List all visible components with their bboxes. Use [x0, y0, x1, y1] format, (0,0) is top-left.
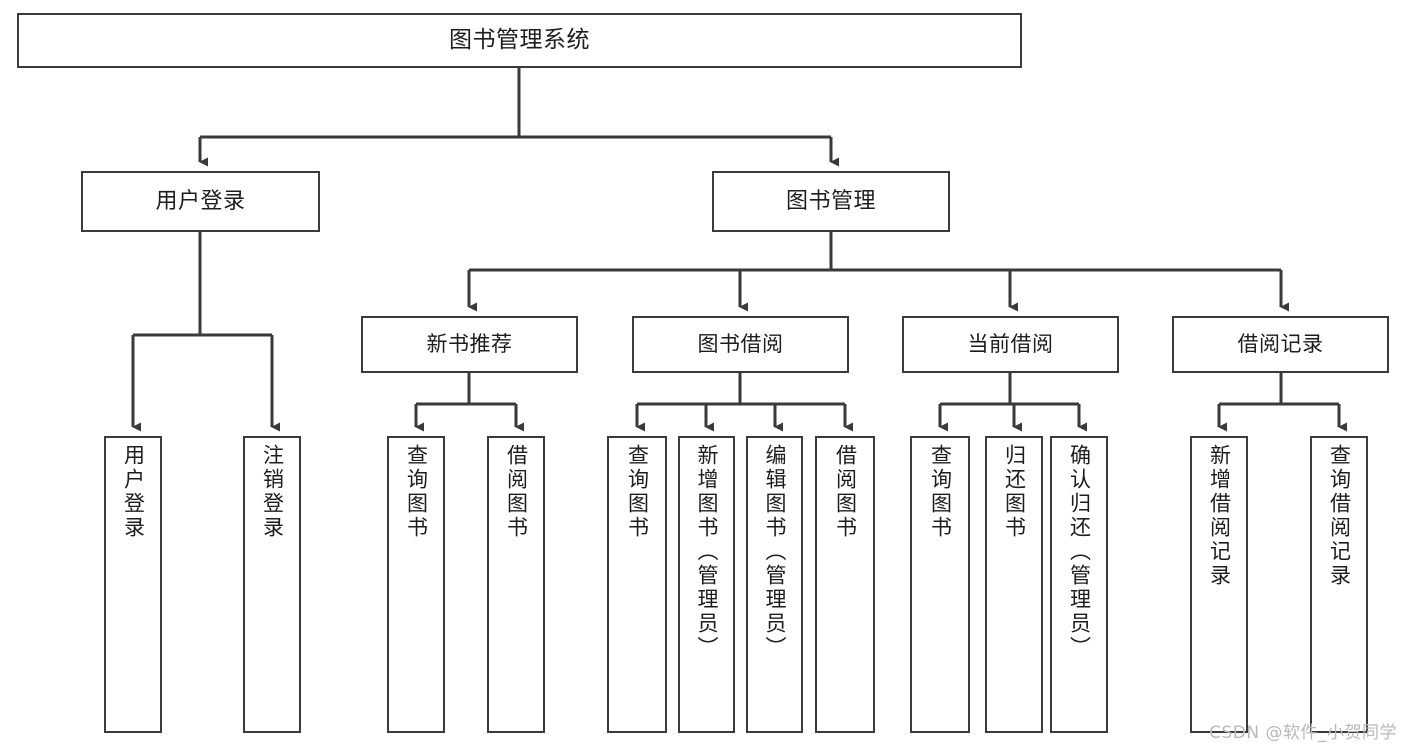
node-leaf-confirm-return-admin[interactable]: 确认归还（管理员）	[1050, 436, 1108, 733]
node-label: 用户登录	[155, 188, 246, 214]
node-leaf-query-book-recommend[interactable]: 查询图书	[387, 436, 445, 733]
node-label: 图书管理	[785, 188, 876, 214]
node-root-system[interactable]: 图书管理系统	[17, 13, 1022, 68]
node-label: 用户登录	[121, 444, 146, 540]
node-label: 注销登录	[260, 444, 285, 540]
node-label: 查询图书	[625, 444, 650, 540]
node-leaf-add-book-admin[interactable]: 新增图书（管理员）	[678, 436, 735, 733]
node-leaf-query-book-current[interactable]: 查询图书	[910, 436, 970, 733]
node-label: 图书管理系统	[449, 26, 590, 53]
node-leaf-return-book[interactable]: 归还图书	[985, 436, 1043, 733]
node-label: 图书借阅	[697, 332, 784, 357]
node-label: 新增图书（管理员）	[695, 444, 719, 660]
node-book-manage[interactable]: 图书管理	[712, 171, 950, 232]
node-label: 当前借阅	[967, 332, 1054, 357]
node-user-login[interactable]: 用户登录	[81, 171, 320, 232]
node-book-borrow[interactable]: 图书借阅	[632, 316, 849, 373]
node-label: 借阅记录	[1237, 332, 1324, 357]
node-label: 借阅图书	[504, 444, 529, 540]
node-leaf-user-login[interactable]: 用户登录	[104, 436, 162, 733]
node-borrow-record[interactable]: 借阅记录	[1172, 316, 1389, 373]
node-label: 查询图书	[928, 444, 953, 540]
node-label: 编辑图书（管理员）	[763, 444, 787, 660]
node-label: 借阅图书	[833, 444, 858, 540]
node-leaf-borrow-book[interactable]: 借阅图书	[815, 436, 875, 733]
node-leaf-edit-book-admin[interactable]: 编辑图书（管理员）	[746, 436, 803, 733]
node-leaf-query-borrow-record[interactable]: 查询借阅记录	[1310, 436, 1368, 733]
node-current-borrow[interactable]: 当前借阅	[902, 316, 1119, 373]
node-label: 确认归还（管理员）	[1067, 444, 1092, 660]
node-leaf-query-book-borrow[interactable]: 查询图书	[607, 436, 667, 733]
node-label: 新书推荐	[426, 332, 513, 357]
node-new-book-recommend[interactable]: 新书推荐	[361, 316, 578, 373]
node-leaf-user-logout[interactable]: 注销登录	[243, 436, 301, 733]
node-label: 归还图书	[1002, 444, 1027, 540]
node-leaf-borrow-book-recommend[interactable]: 借阅图书	[487, 436, 545, 733]
node-label: 新增借阅记录	[1207, 444, 1232, 588]
node-leaf-add-borrow-record[interactable]: 新增借阅记录	[1190, 436, 1248, 733]
node-label: 查询图书	[404, 444, 429, 540]
node-label: 查询借阅记录	[1327, 444, 1352, 588]
csdn-watermark: CSDN @软件_小贺同学	[1209, 723, 1397, 743]
